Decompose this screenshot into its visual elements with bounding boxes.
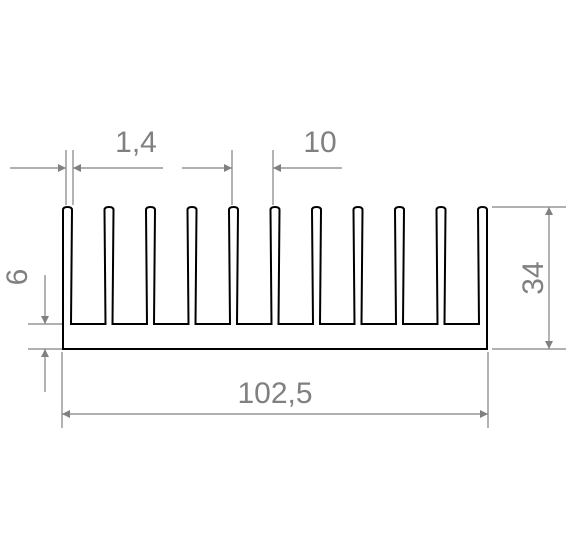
fin-pitch-dimension: 10	[182, 126, 342, 205]
fin-thickness-label: 1,4	[115, 126, 157, 159]
heatsink-profile	[62, 205, 488, 350]
width-dimension: 102,5	[61, 352, 489, 428]
base-thickness-label: 6	[1, 269, 34, 286]
base-thickness-dimension: 6	[1, 269, 62, 392]
fin-pitch-label: 10	[303, 126, 336, 159]
height-label: 34	[517, 261, 550, 294]
height-dimension: 34	[492, 206, 566, 350]
width-label: 102,5	[237, 377, 312, 410]
fin-thickness-dimension: 1,4	[10, 126, 163, 205]
